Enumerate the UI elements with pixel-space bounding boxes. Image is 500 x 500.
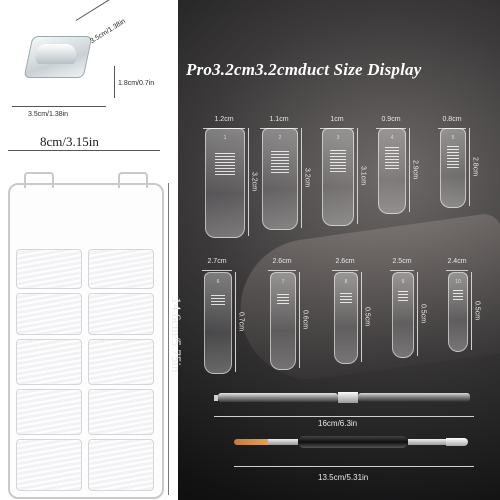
- tip-length-line: [417, 272, 418, 356]
- tip-length-label: 0.5cm: [363, 306, 371, 327]
- tip-length-label: 0.5cm: [419, 303, 427, 324]
- case-compartment: [88, 249, 154, 289]
- tip-length-label: 0.6cm: [301, 309, 309, 330]
- case-compartment: [88, 339, 154, 385]
- tip-width-label: 1.1cm: [269, 116, 289, 123]
- tip-number: 1: [223, 135, 227, 141]
- tip-length-label: 2.9cm: [411, 159, 419, 180]
- nail-holder: [22, 22, 93, 82]
- tip-length-line: [235, 272, 236, 372]
- tip-number: 6: [216, 279, 220, 285]
- tip-width-label: 2.5cm: [392, 258, 412, 265]
- nail-tip: 5: [440, 128, 466, 208]
- case-compartment: [88, 439, 154, 491]
- tip-width-line: [390, 270, 414, 271]
- case-compartment: [16, 293, 82, 335]
- holder-dim-line-bottom: [12, 106, 106, 107]
- tip-length-line: [469, 128, 470, 206]
- tip-width-line: [332, 270, 358, 271]
- case-compartment: [16, 389, 82, 435]
- nail-tip: 7: [270, 272, 296, 370]
- tip-width-line: [268, 270, 296, 271]
- nail-tip: 6: [204, 272, 232, 374]
- tip-length-line: [409, 128, 410, 212]
- case-compartment: [88, 293, 154, 335]
- case-tab-right: [118, 172, 148, 188]
- page-title: Pro3.2cm3.2cmduct Size Display: [186, 60, 422, 79]
- tip-number: 2: [278, 135, 282, 141]
- dual-ended-tool: [234, 434, 474, 450]
- brush: [214, 390, 484, 404]
- nail-tip-case: [8, 183, 164, 499]
- tip-length-label: 3.2cm: [303, 167, 311, 188]
- tip-width-label: 2.7cm: [207, 258, 227, 265]
- tip-width-label: 1.2cm: [214, 116, 234, 123]
- tip-width-label: 2.4cm: [447, 258, 467, 265]
- tool-dim-line: [234, 466, 474, 467]
- nail-tip: 3: [322, 128, 354, 226]
- tip-width-line: [202, 270, 232, 271]
- case-height-label: 14.6cm/5.75in: [169, 297, 184, 373]
- tip-length-label: 0.5cm: [473, 300, 481, 321]
- nail-tip: 10: [448, 272, 468, 352]
- tip-number: 9: [401, 279, 405, 285]
- tip-length-line: [301, 128, 302, 228]
- tip-number: 7: [281, 279, 285, 285]
- nail-tip: 8: [334, 272, 358, 364]
- nail-tip: 4: [378, 128, 406, 214]
- tip-length-line: [299, 272, 300, 368]
- case-compartment: [16, 339, 82, 385]
- tool-length-label: 13.5cm/5.31in: [318, 473, 369, 482]
- tip-number: 4: [390, 135, 394, 141]
- tip-width-label: 2.6cm: [335, 258, 355, 265]
- holder-dim-line-side: [114, 66, 115, 98]
- tip-width-label: 0.8cm: [442, 116, 462, 123]
- tip-length-line: [471, 272, 472, 350]
- brush-length-label: 16cm/6.3in: [318, 419, 358, 428]
- tip-length-line: [248, 128, 249, 236]
- case-compartment: [16, 249, 82, 289]
- case-width-label: 8cm/3.15in: [40, 134, 99, 149]
- nail-tip: 1: [205, 128, 245, 238]
- tip-length-line: [357, 128, 358, 224]
- tip-length-line: [361, 272, 362, 362]
- case-tab-left: [24, 172, 54, 188]
- tip-number: 5: [451, 135, 455, 141]
- nail-tip: 2: [262, 128, 298, 230]
- nail-tip: 9: [392, 272, 414, 358]
- case-width-line: [8, 150, 160, 151]
- tip-length-label: 3.2cm: [250, 171, 258, 192]
- tip-width-label: 0.9cm: [381, 116, 401, 123]
- tip-number: 3: [336, 135, 340, 141]
- tip-width-label: 1cm: [330, 116, 344, 123]
- case-height-line: [168, 183, 169, 495]
- case-compartment: [16, 439, 82, 491]
- brush-dim-line: [214, 416, 474, 417]
- holder-height-label: 1.8cm/0.7in: [118, 80, 155, 87]
- tip-length-label: 0.7cm: [237, 311, 245, 332]
- case-compartment: [88, 389, 154, 435]
- tip-length-label: 3.1cm: [359, 165, 367, 186]
- tip-length-label: 2.8cm: [471, 156, 479, 177]
- tip-number: 10: [455, 279, 461, 285]
- tip-number: 8: [344, 279, 348, 285]
- tip-width-label: 2.6cm: [272, 258, 292, 265]
- holder-width-bottom-label: 3.5cm/1.38in: [28, 111, 69, 118]
- tip-width-line: [446, 270, 468, 271]
